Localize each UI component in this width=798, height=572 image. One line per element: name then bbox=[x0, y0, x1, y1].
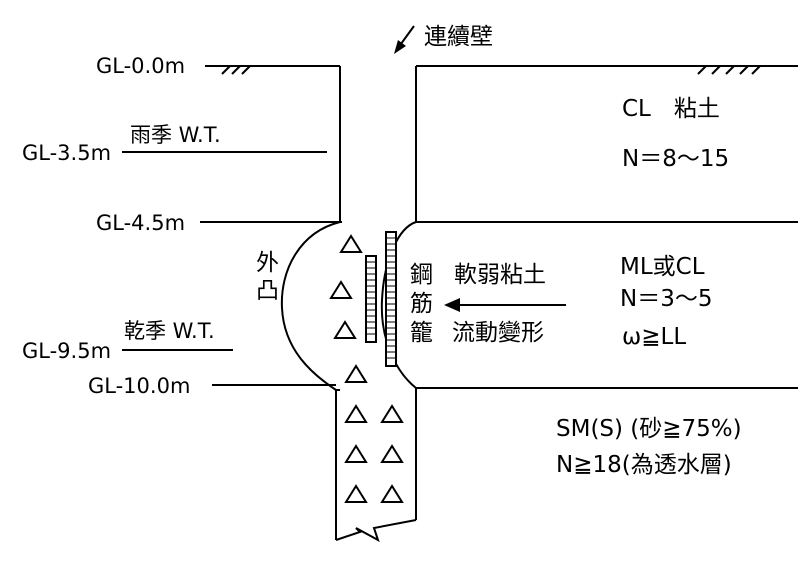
aggregate-triangles bbox=[329, 234, 404, 503]
wall-pointer-head bbox=[394, 40, 406, 54]
wall-label: 連續壁 bbox=[424, 24, 493, 50]
rebar-cage-bar-left bbox=[365, 255, 377, 343]
wall-bottom-break bbox=[335, 519, 417, 543]
bulge-label-1: 外 bbox=[256, 250, 279, 276]
ground-hatch-left bbox=[221, 65, 251, 75]
rebar-cage-label-2: 筋 bbox=[410, 291, 433, 317]
sm-layer-n: N≧18(為透水層) bbox=[556, 452, 732, 478]
sm-layer-name: SM(S) (砂≧75%) bbox=[556, 416, 742, 442]
level-gl0: GL-0.0m bbox=[96, 54, 185, 78]
level-gl100: GL-10.0m bbox=[88, 374, 190, 398]
diaphragm-wall-outline bbox=[280, 66, 417, 540]
ml-layer-name: ML或CL bbox=[620, 254, 705, 280]
soft-clay-line2: 流動變形 bbox=[452, 320, 544, 346]
ground-hatch-right bbox=[697, 65, 761, 75]
rebar-cage-bar-right bbox=[385, 231, 397, 367]
ml-layer-omega: ω≧LL bbox=[622, 324, 686, 350]
dry-water-table: 乾季 W.T. bbox=[124, 319, 215, 343]
wall-inner-curve bbox=[336, 221, 342, 391]
rebar-cage-label-3: 籠 bbox=[410, 320, 433, 346]
rebar-cage-label-1: 鋼 bbox=[410, 262, 433, 288]
level-gl45: GL-4.5m bbox=[96, 211, 185, 235]
cl-layer-n: N＝8～15 bbox=[622, 146, 729, 172]
rainy-water-table: 雨季 W.T. bbox=[130, 123, 221, 147]
level-gl95: GL-9.5m bbox=[22, 339, 111, 363]
soft-clay-line1: 軟弱粘土 bbox=[454, 262, 546, 288]
level-gl35: GL-3.5m bbox=[22, 141, 111, 165]
bulge-label-2: 凸 bbox=[256, 278, 279, 304]
flow-arrow-head bbox=[444, 298, 460, 312]
ml-layer-n: N＝3～5 bbox=[620, 286, 712, 312]
cl-layer-name: CL 粘土 bbox=[622, 96, 720, 122]
